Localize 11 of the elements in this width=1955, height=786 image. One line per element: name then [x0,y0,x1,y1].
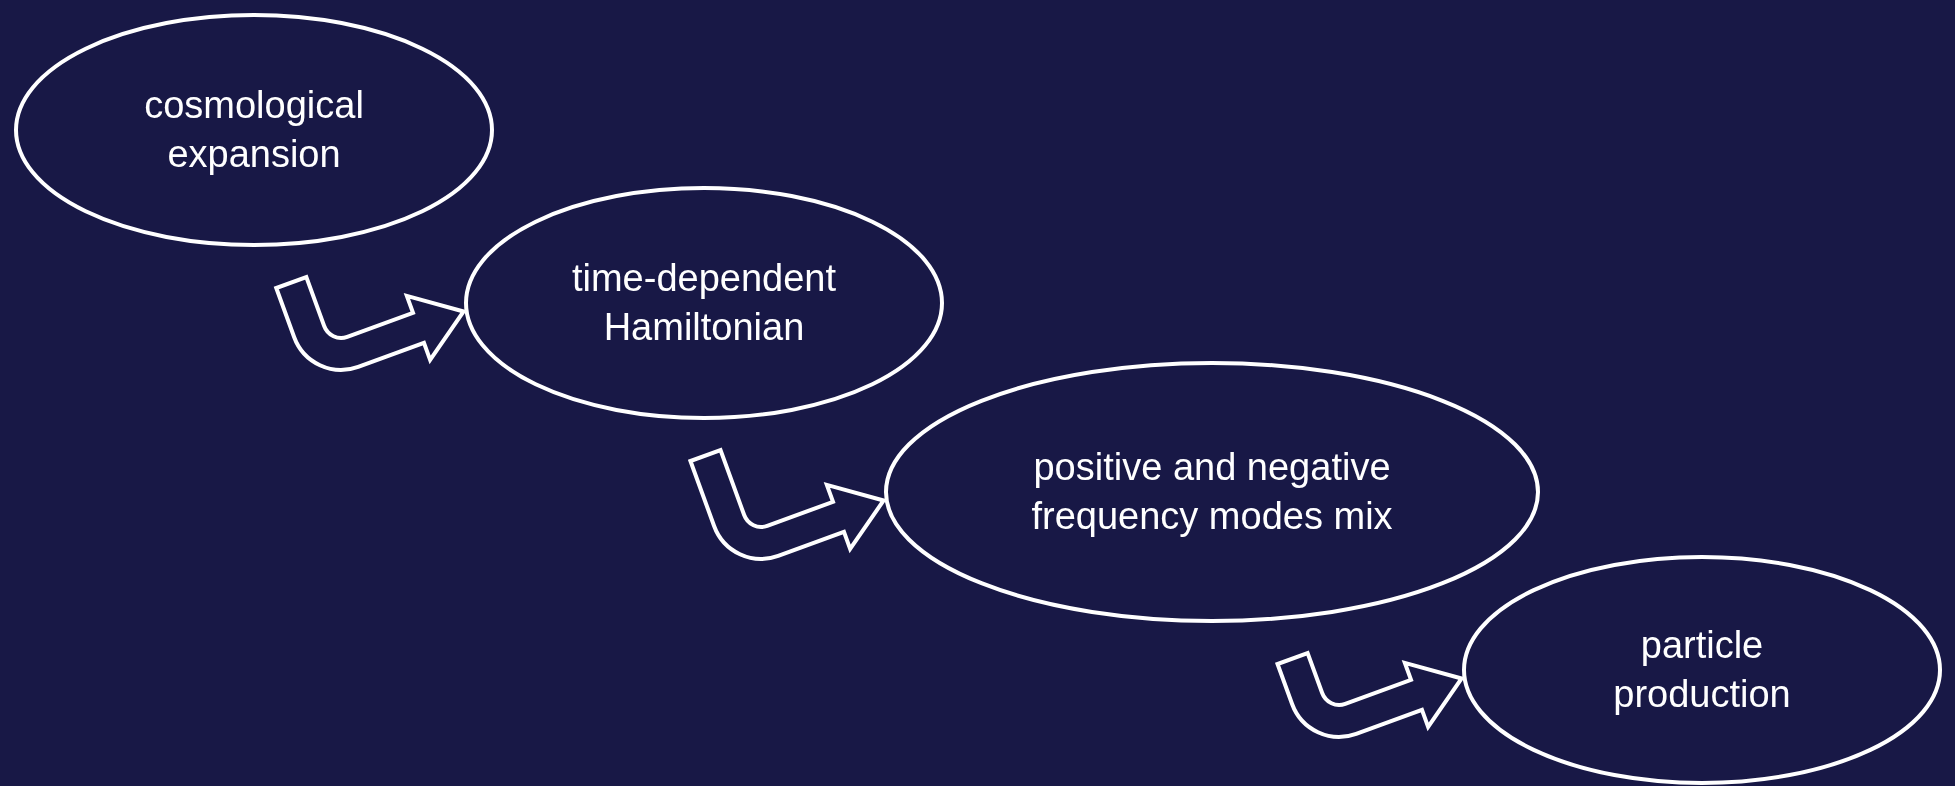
bent-arrow [1275,651,1464,739]
node-label: positive and negative frequency modes mix [1030,444,1394,539]
process-ellipse [464,186,944,420]
bent-arrow [688,448,886,561]
process-ellipse [14,13,494,247]
bent-arrow [274,275,466,372]
node-label: particle production [1612,622,1792,717]
process-ellipse [1462,555,1942,785]
node-label: cosmological expansion [143,82,365,177]
process-ellipse [884,361,1540,623]
node-label: time-dependent Hamiltonian [570,255,838,350]
